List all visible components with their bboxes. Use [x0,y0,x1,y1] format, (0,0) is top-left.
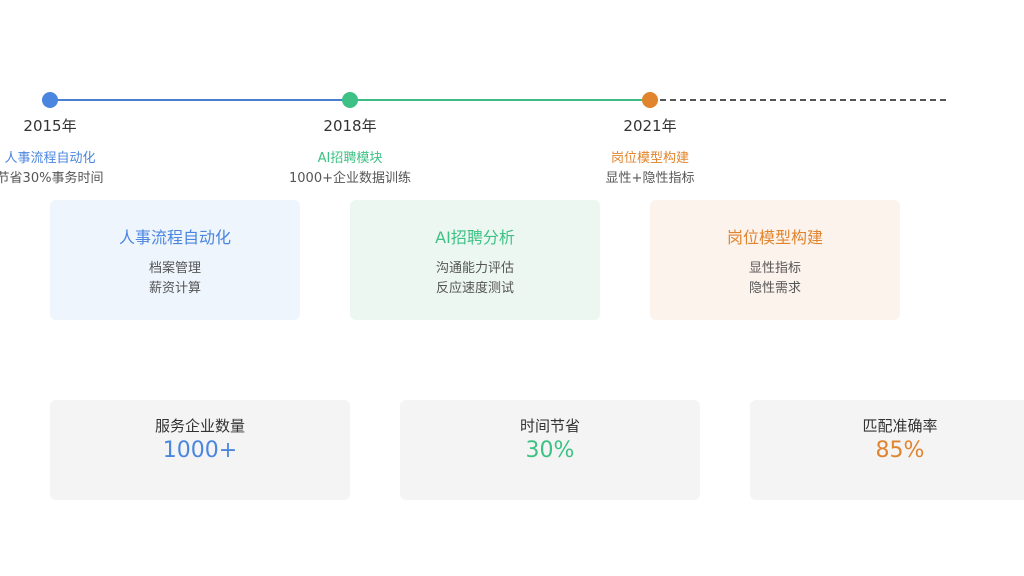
feature-card-hr-automation: 人事流程自动化 档案管理 薪资计算 [50,200,300,320]
card-item: 沟通能力评估 [435,261,514,276]
milestone-desc: 1000+企业数据训练 [289,171,411,186]
timeline-year: 2018年 [323,117,377,135]
card-item: 反应速度测试 [435,281,514,296]
card-item: 档案管理 [148,261,201,276]
milestone-title: AI招聘模块 [317,151,383,166]
timeline-year: 2015年 [23,117,77,135]
milestone-desc: 节省30%事务时间 [0,171,104,186]
timeline-year: 2021年 [623,117,677,135]
stat-label: 匹配准确率 [862,417,938,435]
card-title: 岗位模型构建 [726,228,823,247]
stat-card-match-accuracy: 匹配准确率 85% [750,400,1024,500]
card-title: AI招聘分析 [435,228,515,247]
stat-value: 85% [875,438,925,463]
timeline-dot-2018 [342,92,358,108]
milestone-desc: 显性+隐性指标 [605,171,695,186]
stat-card-enterprises: 服务企业数量 1000+ [50,400,350,500]
card-item: 薪资计算 [148,281,201,296]
timeline-future-dashed-line [650,99,946,101]
milestone-title: 岗位模型构建 [610,151,689,166]
stat-value: 1000+ [162,438,238,463]
milestone-title: 人事流程自动化 [4,151,96,166]
stat-label: 时间节省 [519,417,580,435]
stat-value: 30% [525,438,575,463]
feature-card-ai-recruiting: AI招聘分析 沟通能力评估 反应速度测试 [350,200,600,320]
timeline-dot-2021 [642,92,658,108]
timeline-segment-2018-2021 [350,99,650,101]
card-title: 人事流程自动化 [118,228,231,247]
stat-card-time-saved: 时间节省 30% [400,400,700,500]
timeline-segment-2015-2018 [50,99,350,101]
feature-card-job-model: 岗位模型构建 显性指标 隐性需求 [650,200,900,320]
card-item: 显性指标 [748,261,801,276]
stat-label: 服务企业数量 [154,417,245,435]
card-item: 隐性需求 [748,281,801,296]
timeline-dot-2015 [42,92,58,108]
